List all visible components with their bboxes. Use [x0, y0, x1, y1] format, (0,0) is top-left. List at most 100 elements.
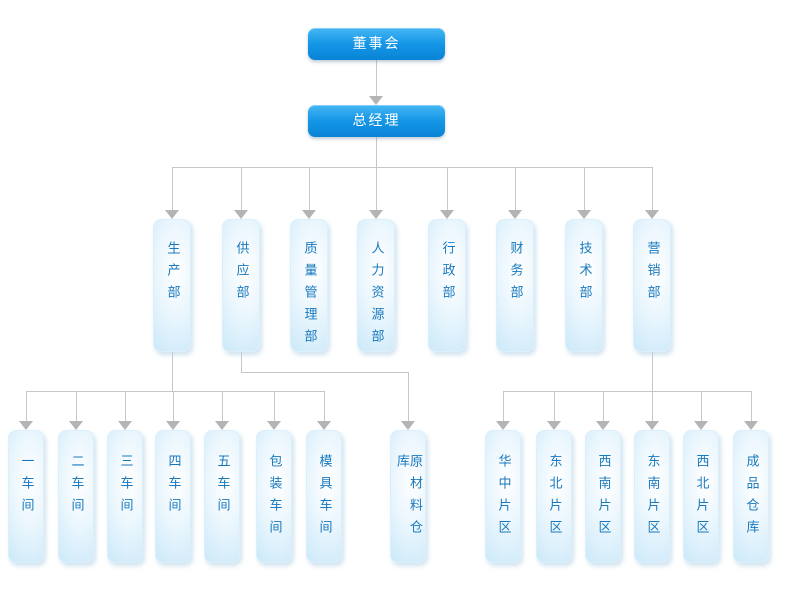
node-dept-admin[interactable]: 行政部 [428, 219, 466, 352]
arrow-down-icon [234, 210, 248, 219]
node-label: 营销部 [644, 241, 660, 307]
arrow-down-icon [596, 421, 610, 430]
connector-line [376, 167, 377, 210]
node-label: 二车间 [68, 454, 84, 520]
node-unit-packaging-workshop[interactable]: 包装车间 [256, 430, 292, 563]
arrow-down-icon [317, 421, 331, 430]
connector-line [26, 391, 325, 392]
node-label: 财务部 [507, 241, 523, 307]
node-label: 五车间 [214, 454, 230, 520]
arrow-down-icon [440, 210, 454, 219]
node-label: 三车间 [117, 454, 133, 520]
connector-line [603, 391, 604, 421]
node-unit-region-dongbei[interactable]: 东北片区 [536, 430, 572, 563]
node-dept-marketing[interactable]: 营销部 [633, 219, 671, 352]
node-label: 包装车间 [266, 454, 282, 542]
connector-line [324, 391, 325, 421]
arrow-down-icon [165, 210, 179, 219]
node-label: 一车间 [18, 454, 34, 520]
node-unit-region-xibei[interactable]: 西北片区 [683, 430, 719, 563]
arrow-down-icon [645, 421, 659, 430]
node-dept-supply[interactable]: 供应部 [222, 219, 260, 352]
connector-line [125, 391, 126, 421]
arrow-down-icon [369, 210, 383, 219]
node-unit-workshop-1[interactable]: 一车间 [8, 430, 44, 563]
connector-line [309, 167, 310, 210]
node-label: 人力资源部 [368, 241, 384, 351]
connector-line [241, 372, 409, 373]
arrow-down-icon [496, 421, 510, 430]
connector-line [652, 167, 653, 210]
node-label: 供应部 [233, 241, 249, 307]
node-label: 质量管理部 [301, 241, 317, 351]
node-label: 华中片区 [495, 454, 511, 542]
arrow-down-icon [645, 210, 659, 219]
connector-line [173, 391, 174, 421]
connector-line [408, 372, 409, 421]
arrow-down-icon [267, 421, 281, 430]
connector-line [751, 391, 752, 421]
connector-line [376, 137, 377, 167]
node-label: 行政部 [439, 241, 455, 307]
connector-line [515, 167, 516, 210]
node-unit-workshop-5[interactable]: 五车间 [204, 430, 240, 563]
arrow-down-icon [508, 210, 522, 219]
node-unit-raw-material-warehouse[interactable]: 原材料仓库 [390, 430, 426, 563]
connector-line [241, 167, 242, 210]
connector-line [26, 391, 27, 421]
node-unit-mold-workshop[interactable]: 模具车间 [306, 430, 342, 563]
connector-line [241, 352, 242, 372]
node-label: 总经理 [352, 113, 401, 129]
connector-line [376, 60, 377, 96]
connector-line [172, 352, 173, 391]
node-label: 东南片区 [644, 454, 660, 542]
arrow-down-icon [577, 210, 591, 219]
connector-line [274, 391, 275, 421]
node-dept-quality[interactable]: 质量管理部 [290, 219, 328, 352]
node-unit-region-xinan[interactable]: 西南片区 [585, 430, 621, 563]
arrow-down-icon [19, 421, 33, 430]
node-dept-production[interactable]: 生产部 [153, 219, 191, 352]
node-label: 西北片区 [693, 454, 709, 542]
node-label: 模具车间 [316, 454, 332, 542]
node-unit-workshop-2[interactable]: 二车间 [58, 430, 94, 563]
arrow-down-icon [744, 421, 758, 430]
node-unit-finished-goods-warehouse[interactable]: 成品仓库 [733, 430, 769, 563]
arrow-down-icon [401, 421, 415, 430]
node-label: 技术部 [576, 241, 592, 307]
node-dept-finance[interactable]: 财务部 [496, 219, 534, 352]
node-board[interactable]: 董事会 [308, 28, 445, 60]
node-label: 东北片区 [546, 454, 562, 542]
connector-line [503, 391, 504, 421]
connector-line [652, 352, 653, 391]
connector-line [172, 167, 653, 168]
node-label: 生产部 [164, 241, 180, 307]
node-label: 四车间 [165, 454, 181, 520]
node-dept-hr[interactable]: 人力资源部 [357, 219, 395, 352]
node-dept-technology[interactable]: 技术部 [565, 219, 603, 352]
node-label: 成品仓库 [743, 454, 759, 542]
arrow-down-icon [302, 210, 316, 219]
connector-line [503, 391, 752, 392]
node-label: 西南片区 [595, 454, 611, 542]
node-unit-workshop-3[interactable]: 三车间 [107, 430, 143, 563]
connector-line [447, 167, 448, 210]
connector-line [554, 391, 555, 421]
arrow-down-icon [69, 421, 83, 430]
arrow-down-icon [166, 421, 180, 430]
node-unit-region-dongnan[interactable]: 东南片区 [634, 430, 670, 563]
node-general-manager[interactable]: 总经理 [308, 105, 445, 137]
node-unit-workshop-4[interactable]: 四车间 [155, 430, 191, 563]
node-unit-region-huazhong[interactable]: 华中片区 [485, 430, 521, 563]
connector-line [172, 167, 173, 210]
connector-line [222, 391, 223, 421]
connector-line [584, 167, 585, 210]
arrow-down-icon [547, 421, 561, 430]
arrow-down-icon [369, 96, 383, 105]
arrow-down-icon [118, 421, 132, 430]
connector-line [701, 391, 702, 421]
connector-line [652, 391, 653, 421]
arrow-down-icon [694, 421, 708, 430]
node-label: 董事会 [352, 36, 401, 52]
